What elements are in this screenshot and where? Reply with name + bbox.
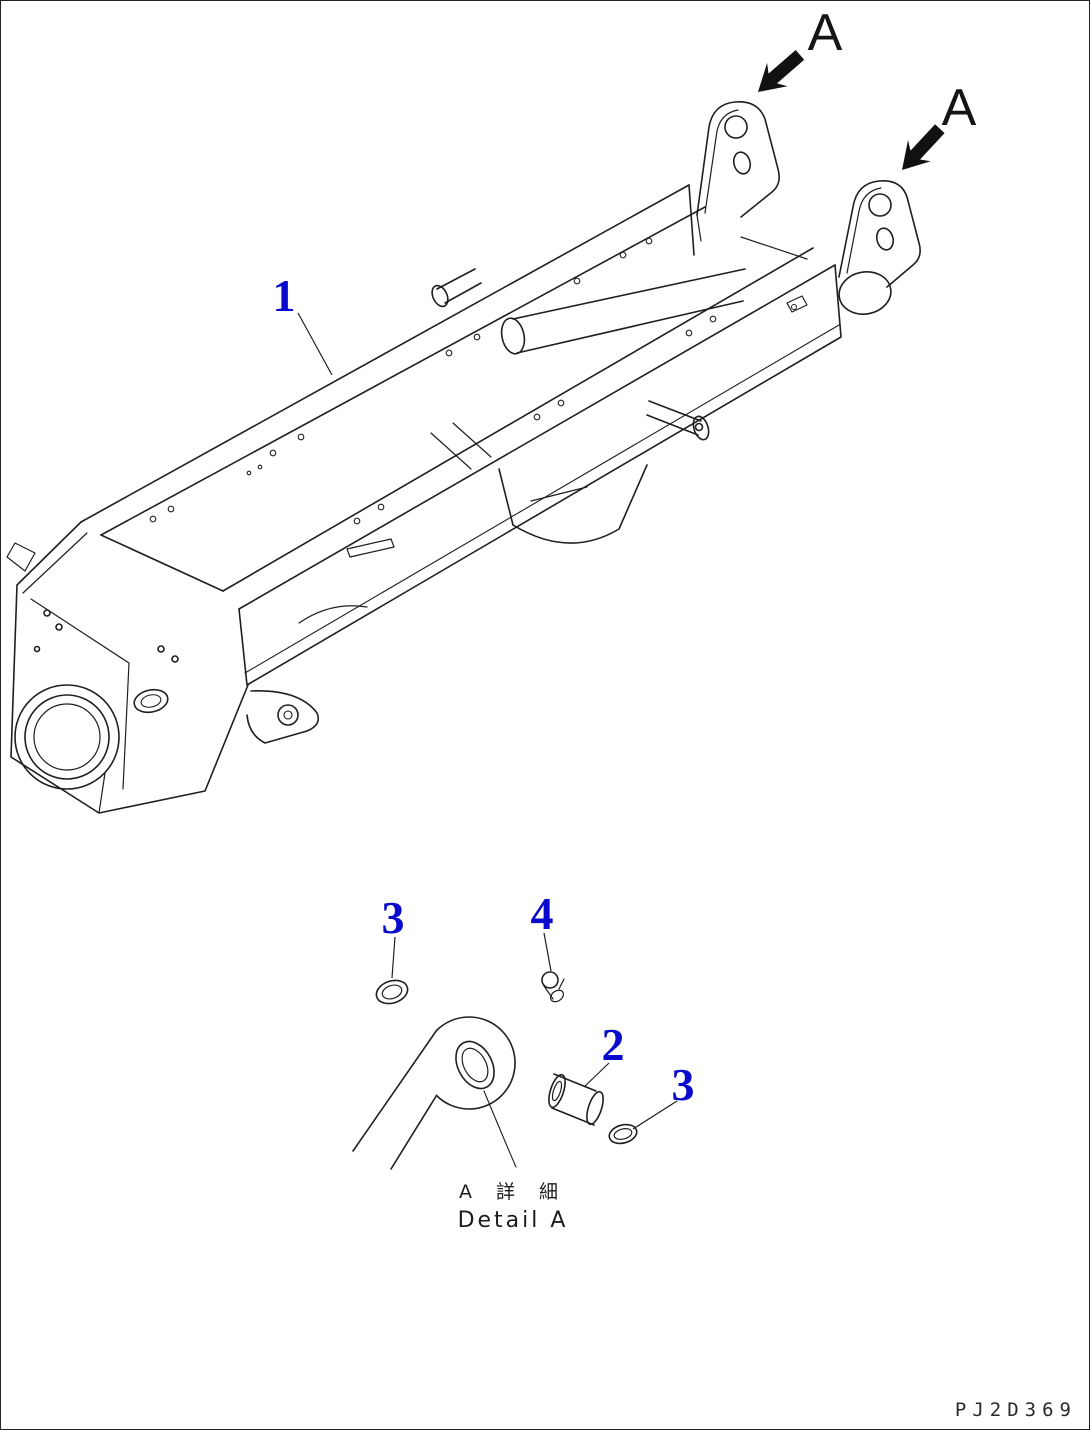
ear-pin-hole	[724, 115, 748, 139]
ear-pin-hole	[868, 193, 892, 217]
detail-caption: A 詳 細 Detail A	[458, 1177, 569, 1233]
clevis-plate	[786, 295, 808, 313]
frame-assembly-drawing	[6, 101, 921, 814]
side-bore	[838, 271, 892, 315]
leader-lines	[297, 312, 678, 1130]
view-label-a-right: A	[941, 79, 977, 137]
far-rail-inner-edge	[100, 206, 706, 536]
trunnion-bore-inner	[33, 703, 101, 771]
detail-a-drawing	[352, 971, 638, 1170]
pivot-lug	[246, 690, 320, 744]
trunnion-bore-outer	[14, 684, 120, 790]
near-face-outline	[238, 264, 842, 686]
leader-line-part2	[583, 1062, 610, 1088]
callout-part-4: 4	[530, 888, 554, 939]
detail-caption-japanese: A 詳 細	[458, 1181, 568, 1203]
detail-caption-english: Detail A	[457, 1208, 569, 1233]
drawing-number: PJ2D369	[954, 1399, 1077, 1421]
filler-boss	[133, 688, 169, 714]
trunnion-head	[6, 521, 368, 814]
pin-boss	[431, 268, 482, 308]
hook-tab	[6, 542, 36, 572]
detail-bracket	[352, 1016, 516, 1170]
face-slot	[346, 538, 395, 558]
view-arrow-icon	[902, 124, 945, 170]
detail-plug	[541, 971, 565, 1003]
view-arrow-icon	[758, 49, 805, 92]
detail-ring-upper	[375, 979, 409, 1005]
caption-leader-line	[483, 1090, 517, 1168]
lower-bracket	[498, 464, 648, 544]
far-rail-outer-edge	[80, 184, 690, 523]
ear-slot-hole	[875, 227, 895, 251]
detail-bushing	[548, 1073, 604, 1126]
trunnion-bore-mid	[24, 694, 110, 780]
rivet-holes	[149, 237, 717, 525]
leader-line-part4	[543, 932, 552, 972]
near-rail-outer-edge	[238, 264, 836, 610]
near-face-flange-line	[244, 324, 840, 674]
view-label-a-top: A	[807, 4, 843, 62]
opening-right-end	[740, 236, 808, 260]
leader-line-part3-lower	[632, 1100, 678, 1130]
callout-part-2: 2	[601, 1019, 625, 1070]
cross-tube	[500, 268, 746, 355]
near-rail-inner-edge	[222, 247, 814, 592]
handle-curve	[298, 605, 368, 624]
right-end-edge	[688, 184, 695, 256]
leader-line-part3-upper	[391, 936, 396, 979]
bracket-oval-hole	[455, 1040, 495, 1090]
leader-line-part1	[297, 312, 333, 376]
clevis-hole	[791, 304, 797, 310]
drain-boss	[646, 400, 710, 441]
mount-ear-rear	[838, 180, 921, 315]
mount-ear-front	[696, 101, 780, 242]
callout-part-3-upper: 3	[381, 892, 405, 943]
gusset-lines	[430, 422, 492, 470]
left-seam	[100, 534, 224, 592]
callout-part-1: 1	[272, 270, 296, 321]
callout-part-3-lower: 3	[671, 1059, 695, 1110]
detail-ring-lower	[608, 1123, 638, 1145]
ear-slot-hole	[732, 151, 752, 175]
